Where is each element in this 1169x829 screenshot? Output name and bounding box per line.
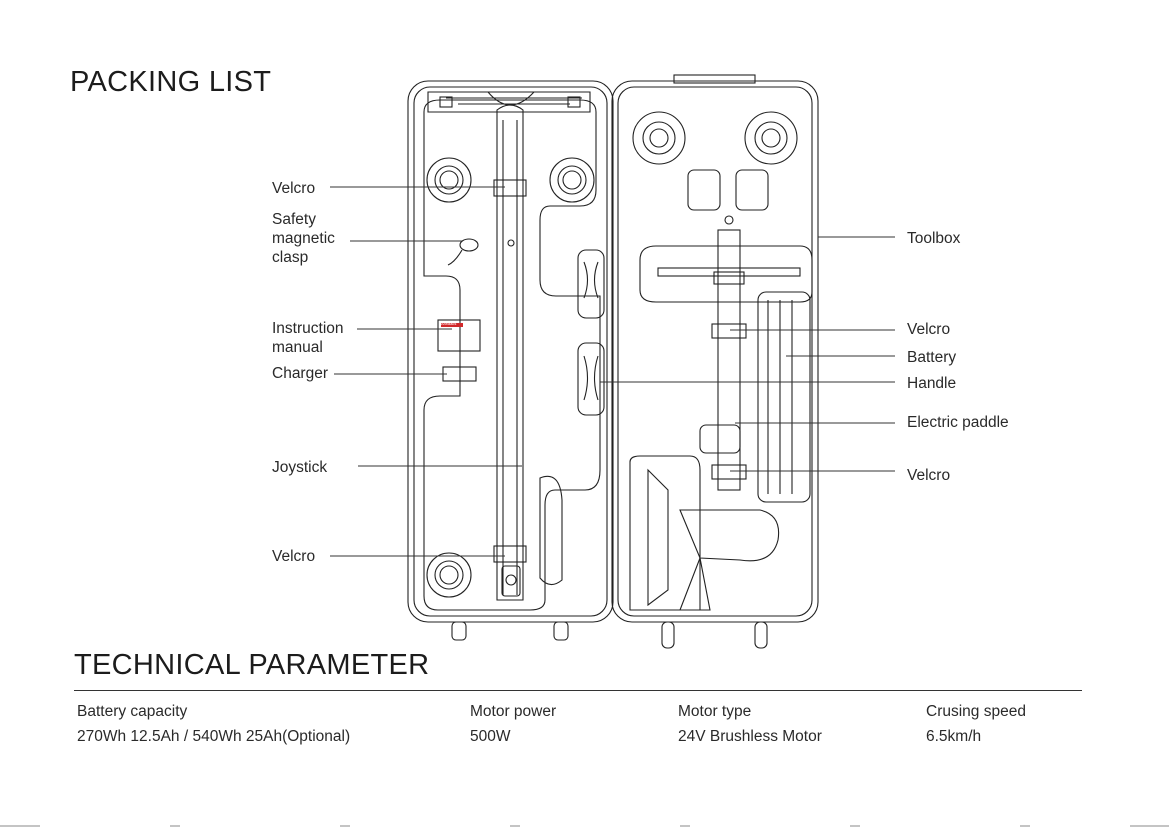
param-value-battery-capacity: 270Wh 12.5Ah / 540Wh 25Ah(Optional) <box>77 728 350 746</box>
param-name-motor-power: Motor power <box>470 703 556 721</box>
param-value-motor-type: 24V Brushless Motor <box>678 728 822 746</box>
section-divider <box>74 690 1082 691</box>
param-name-crusing-speed: Crusing speed <box>926 703 1026 721</box>
param-name-battery-capacity: Battery capacity <box>77 703 187 721</box>
param-value-motor-power: 500W <box>470 728 511 746</box>
right-case-half <box>612 75 818 648</box>
manual-brand-text: Arwaaks <box>441 321 456 326</box>
param-value-crusing-speed: 6.5km/h <box>926 728 981 746</box>
crop-marks <box>0 824 1169 829</box>
param-name-motor-type: Motor type <box>678 703 751 721</box>
